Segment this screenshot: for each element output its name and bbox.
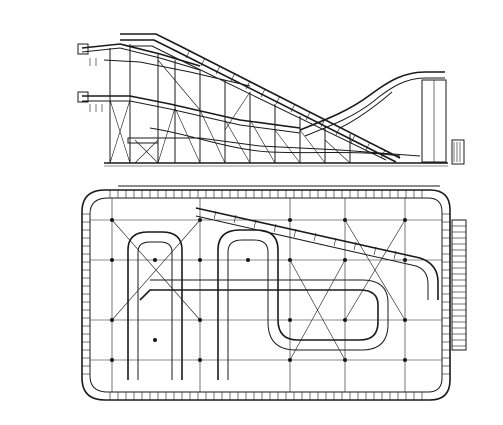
hairpin-loop-right-inner bbox=[150, 239, 389, 380]
structural-grid bbox=[90, 198, 442, 392]
return-hill-brace bbox=[339, 91, 393, 129]
deck-ticks bbox=[89, 58, 103, 112]
hairpin-loop-right bbox=[139, 229, 379, 380]
hairpin-loop-left bbox=[127, 231, 183, 380]
station-block-hatch bbox=[453, 142, 461, 162]
platform-left bbox=[127, 137, 159, 144]
upper-track-level-2 bbox=[82, 95, 301, 129]
lift-hill-rail-bottom bbox=[120, 39, 397, 163]
track-level-mid bbox=[103, 59, 251, 87]
station-platform bbox=[451, 219, 467, 351]
track-level-curve bbox=[149, 127, 401, 157]
outer-track-loop-inner bbox=[89, 197, 443, 393]
track-level-low bbox=[130, 137, 421, 157]
upper-track-level-2b bbox=[82, 100, 301, 134]
diagonal-lift-track-inner bbox=[195, 215, 429, 300]
plan-view bbox=[81, 185, 467, 401]
station-block bbox=[451, 139, 465, 165]
cross-bracing bbox=[109, 59, 351, 164]
platform-upper bbox=[77, 43, 89, 55]
hairpin-loop-left-inner bbox=[137, 241, 173, 380]
support-columns bbox=[109, 44, 351, 163]
support-nodes bbox=[110, 218, 407, 362]
lift-hill-rail-inner bbox=[128, 45, 387, 161]
diagonal-lift-track bbox=[195, 207, 439, 300]
diagonal-lift-ties bbox=[213, 210, 397, 260]
outer-track-ties bbox=[82, 190, 450, 400]
upper-track-level-1b bbox=[81, 47, 201, 71]
return-hill-top bbox=[299, 71, 445, 131]
station-platform-hatch bbox=[452, 225, 466, 347]
side-elevation-view bbox=[77, 33, 465, 167]
outer-track-loop bbox=[81, 189, 451, 401]
upper-track-level-1 bbox=[81, 43, 201, 67]
platform-mid bbox=[77, 91, 89, 103]
lift-hill-rail-top bbox=[120, 33, 401, 159]
return-hill-bottom bbox=[304, 77, 445, 137]
